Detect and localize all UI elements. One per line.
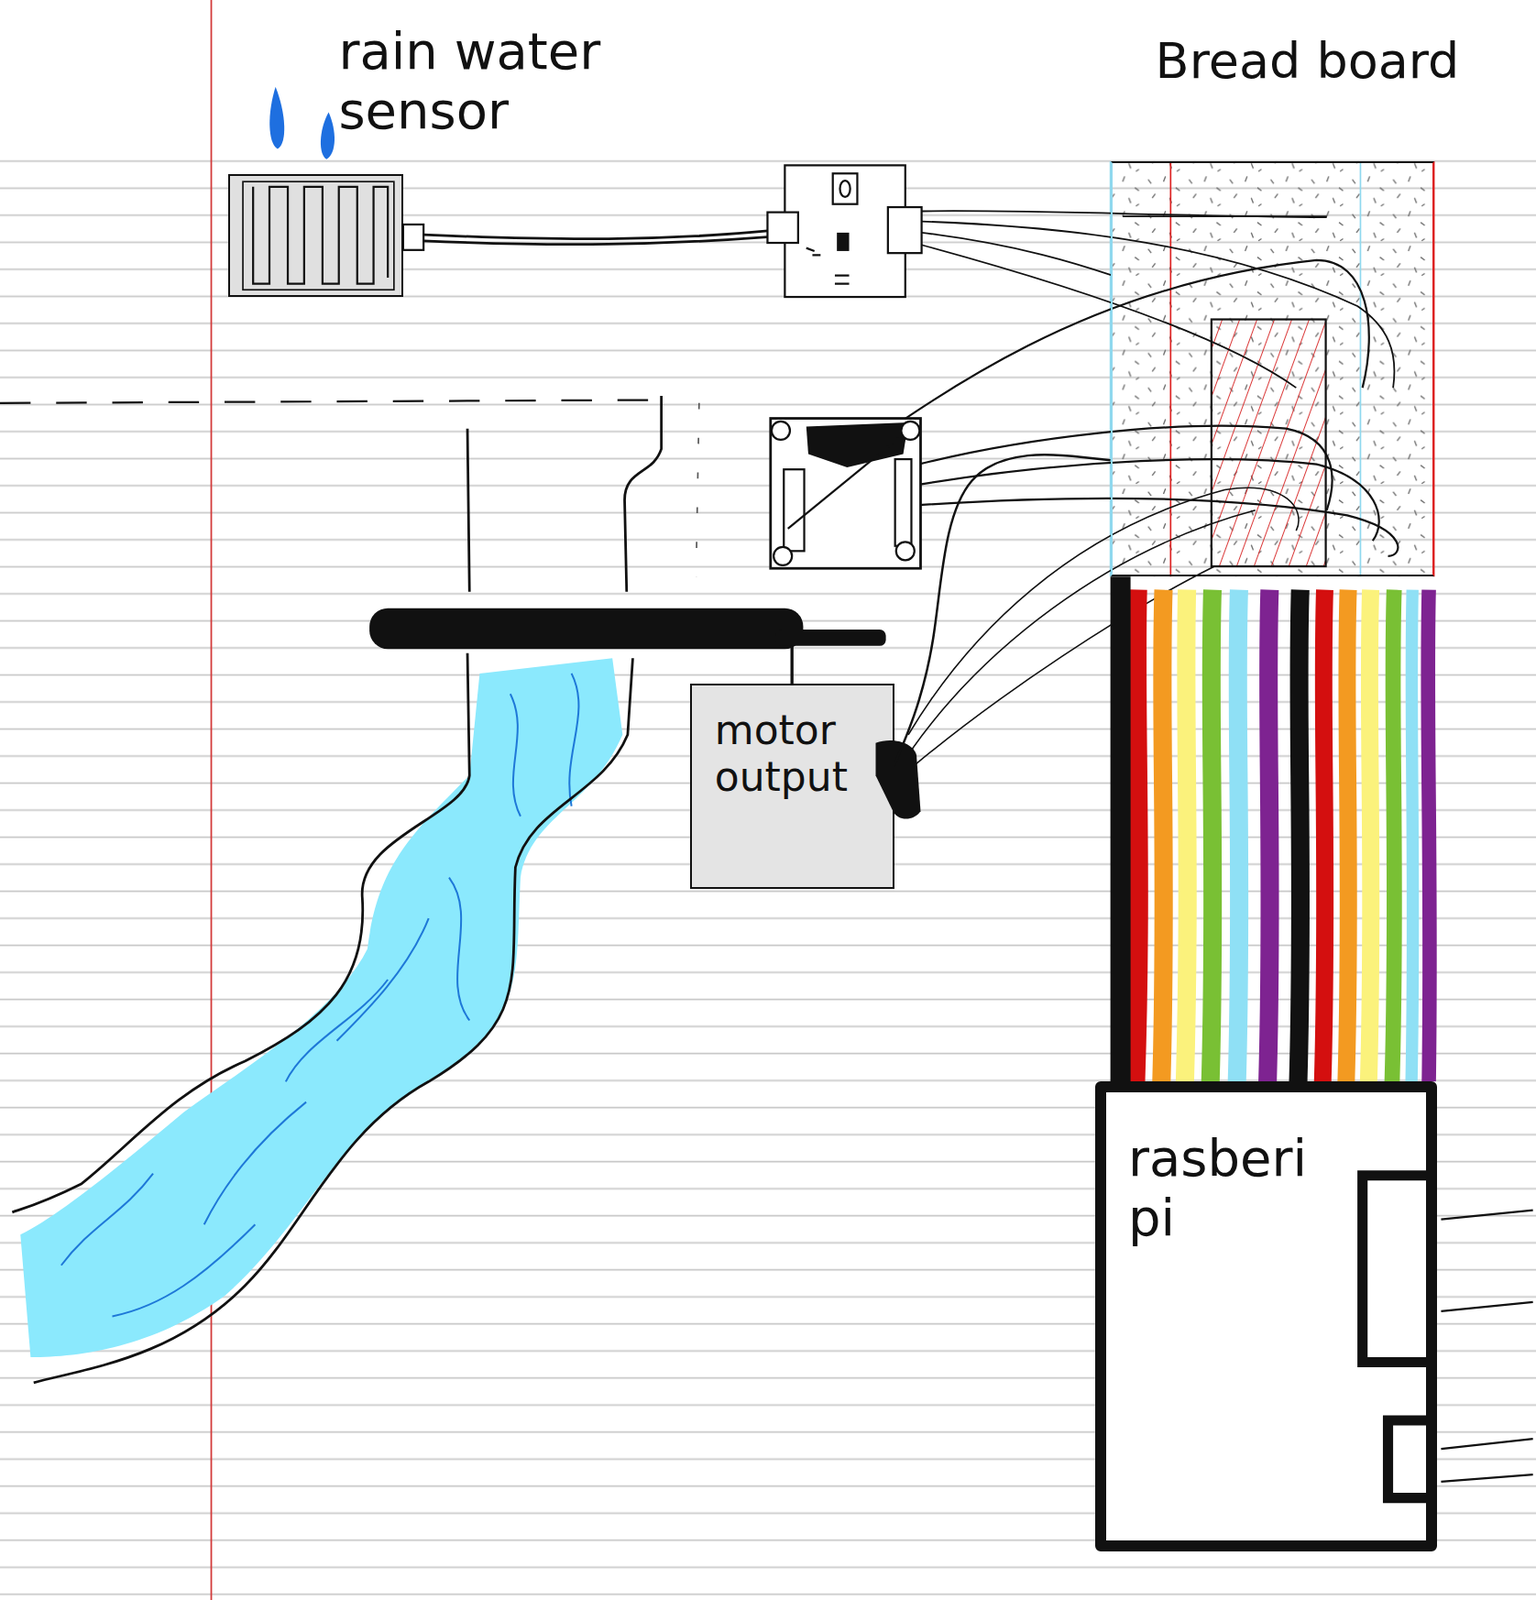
dashed-line xyxy=(0,400,654,404)
rail-line xyxy=(1169,161,1172,577)
ribbon-strand xyxy=(1368,590,1372,1083)
driver-hole xyxy=(900,421,920,440)
stream-bank xyxy=(33,658,634,1383)
motor-plug xyxy=(875,740,921,820)
pipe-dots xyxy=(695,403,699,577)
driver-part xyxy=(783,469,804,551)
module-plug-left xyxy=(767,212,798,243)
motor-shaft xyxy=(369,608,803,650)
node-heading: rain water sensor xyxy=(338,21,687,141)
sensor-cable xyxy=(423,230,771,245)
pi-cables xyxy=(1440,1210,1533,1482)
sensor-plug xyxy=(403,224,424,251)
motor-stem xyxy=(789,646,793,686)
module-marks xyxy=(806,248,850,285)
node-heading: Bread board xyxy=(1155,32,1536,90)
module-chip xyxy=(836,232,849,252)
module-plug-right xyxy=(888,207,922,253)
motor-shaft-end xyxy=(775,629,886,647)
driver-line xyxy=(788,428,911,529)
rain-drop xyxy=(320,111,335,159)
water-stream xyxy=(20,658,623,1358)
water-ripples xyxy=(61,673,580,1317)
motor-wire xyxy=(894,454,1111,766)
ribbon-strand xyxy=(1237,590,1240,1083)
ribbon-strand xyxy=(1184,590,1188,1083)
pipe-walls xyxy=(467,395,662,593)
rail-line xyxy=(1360,161,1362,577)
ribbon-strand xyxy=(1210,590,1214,1083)
ribbon-strand xyxy=(1267,590,1271,1083)
sensor-traces xyxy=(252,186,388,285)
module-pot xyxy=(833,173,858,204)
sensor-pad-inner xyxy=(242,181,395,290)
ribbon-wire xyxy=(1110,576,1131,1082)
ribbon-strand xyxy=(1427,590,1430,1083)
motor-box: motor output xyxy=(690,683,895,889)
margin-line xyxy=(210,0,213,1600)
motor-box-fill xyxy=(690,683,895,889)
driver-hole xyxy=(773,547,792,566)
board-chip xyxy=(1211,319,1327,567)
rain-drop xyxy=(269,87,285,150)
ribbon-strand xyxy=(1411,590,1414,1083)
breadboard: Bread board xyxy=(1110,161,1435,577)
ribbon-strand xyxy=(1298,590,1302,1083)
driver-hole xyxy=(896,541,915,560)
node-label: rasberi pi xyxy=(1128,1129,1339,1248)
driver-module xyxy=(770,418,922,570)
driver-part xyxy=(895,459,912,547)
breadboard-texture xyxy=(1110,161,1435,577)
ribbon-strand xyxy=(1346,590,1350,1083)
module-wires xyxy=(921,210,1395,388)
node-label: motor output xyxy=(714,707,876,801)
ruled-paper xyxy=(0,147,1536,1600)
driver-chip xyxy=(806,422,909,468)
ribbon-strand xyxy=(1322,590,1326,1083)
ribbon-strand xyxy=(1392,590,1395,1083)
pi-fill xyxy=(1095,1081,1438,1551)
sensor-pad-fill xyxy=(228,174,403,297)
pi-ports xyxy=(1362,1175,1438,1499)
pi-board: rasberi pi xyxy=(1095,1081,1438,1551)
stream-bank xyxy=(11,653,470,1213)
ribbon-strand xyxy=(1161,590,1164,1083)
sensor-pad: rain water sensor xyxy=(228,174,403,297)
ribbon-strand xyxy=(1135,590,1139,1083)
module-pot-knob xyxy=(840,180,851,198)
driver-hole xyxy=(771,421,790,440)
